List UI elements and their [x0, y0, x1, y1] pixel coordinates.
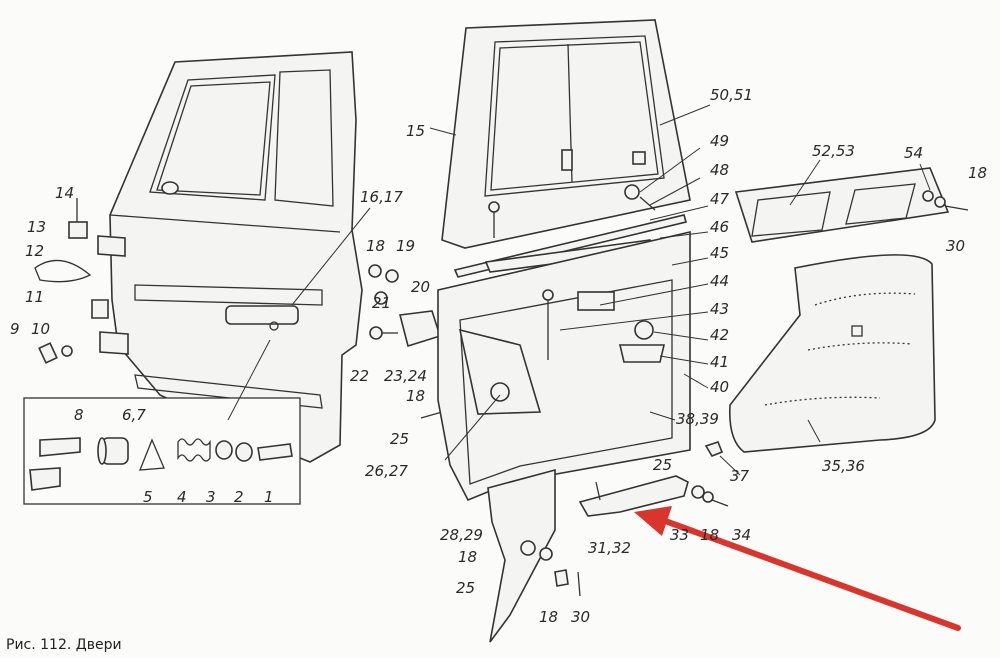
label-part-33: 33 [670, 526, 689, 544]
lower-trim-panel [704, 254, 936, 457]
lock-detail-box [23, 397, 301, 505]
label-part-45: 45 [710, 244, 729, 262]
label-part-31-32: 31,32 [588, 539, 631, 557]
label-part-22: 22 [350, 367, 369, 385]
label-part-18-c: 18 [458, 548, 477, 566]
label-part-54: 54 [904, 144, 923, 162]
outer-handle [225, 305, 299, 325]
label-part-13: 13 [27, 218, 46, 236]
label-part-26-27: 26,27 [365, 462, 408, 480]
window-frame [441, 19, 691, 249]
label-part-18-b: 18 [406, 387, 425, 405]
highlight-arrow [634, 506, 961, 631]
label-part-18-f: 18 [700, 526, 719, 544]
label-part-40: 40 [710, 378, 729, 396]
label-part-30-b: 30 [946, 237, 965, 255]
label-part-30-a: 30 [571, 608, 590, 626]
part-labels: 14 13 12 11 9 10 8 6,7 5 4 3 2 1 16,17 1… [10, 86, 987, 626]
label-part-28-29: 28,29 [440, 526, 483, 544]
label-part-49: 49 [710, 132, 729, 150]
label-part-34: 34 [732, 526, 751, 544]
label-part-18-d: 18 [539, 608, 558, 626]
label-part-20: 20 [411, 278, 430, 296]
label-part-11: 11 [25, 288, 44, 306]
label-part-15: 15 [406, 122, 425, 140]
label-part-18-e: 18 [968, 164, 987, 182]
label-part-12: 12 [25, 242, 44, 260]
label-part-19: 19 [396, 237, 415, 255]
label-part-50-51: 50,51 [710, 86, 753, 104]
label-part-3: 3 [206, 488, 216, 506]
label-part-4: 4 [177, 488, 187, 506]
label-part-8: 8 [74, 406, 84, 424]
label-part-21: 21 [372, 294, 391, 312]
label-part-9: 9 [10, 320, 20, 338]
label-part-25-a: 25 [390, 430, 409, 448]
label-part-38-39: 38,39 [676, 410, 719, 428]
inner-door-panel [437, 230, 691, 502]
label-part-52-53: 52,53 [812, 142, 855, 160]
label-part-10: 10 [31, 320, 50, 338]
label-part-47: 47 [710, 190, 730, 208]
label-part-35-36: 35,36 [822, 457, 865, 475]
label-part-16-17: 16,17 [360, 188, 403, 206]
label-part-41: 41 [710, 353, 729, 371]
label-part-43: 43 [710, 300, 729, 318]
label-part-42: 42 [710, 326, 729, 344]
lower-bracket [487, 468, 581, 643]
figure-caption: Рис. 112. Двери [6, 637, 122, 653]
upper-trim-panel [734, 167, 969, 243]
label-part-25-c: 25 [456, 579, 475, 597]
label-part-6-7: 6,7 [122, 406, 146, 424]
label-part-18-a: 18 [366, 237, 385, 255]
support-bracket [578, 475, 729, 517]
label-part-23-24: 23,24 [384, 367, 427, 385]
label-part-2: 2 [234, 488, 244, 506]
hinge-parts-left [34, 198, 129, 364]
label-part-44: 44 [710, 272, 729, 290]
label-part-25-b: 25 [653, 456, 672, 474]
window-channel [453, 184, 687, 278]
label-part-1: 1 [264, 488, 274, 506]
label-part-37: 37 [730, 467, 750, 485]
label-part-46: 46 [710, 218, 729, 236]
leader-lines [227, 104, 931, 476]
label-part-48: 48 [710, 161, 729, 179]
outer-door-panel [109, 51, 363, 463]
label-part-14: 14 [55, 184, 74, 202]
label-part-5: 5 [143, 488, 153, 506]
